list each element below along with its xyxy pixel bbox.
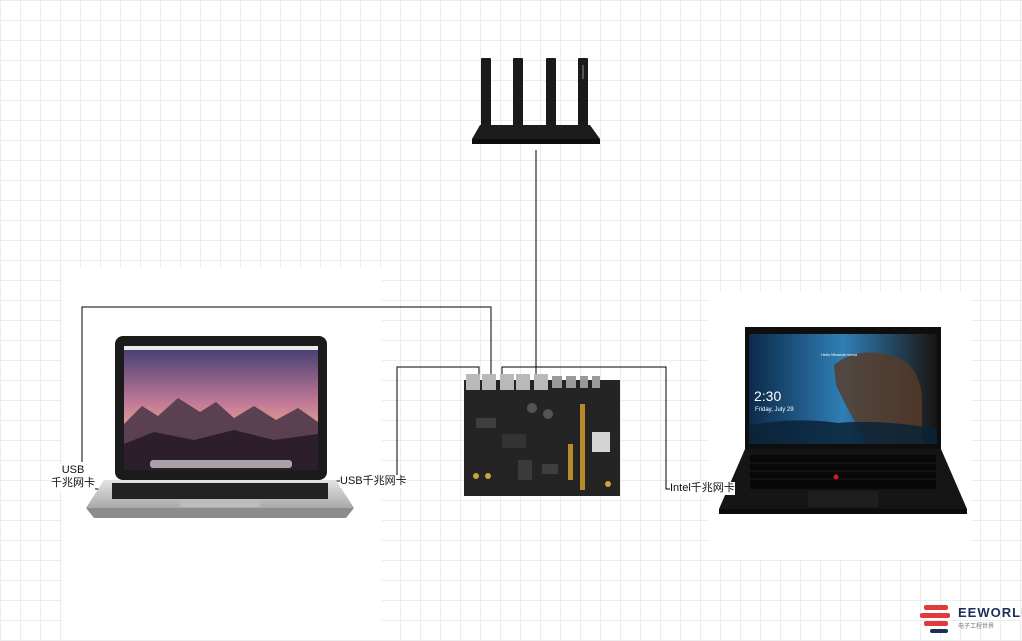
thinkpad-intel-label: Intel千兆网卡 [670,482,735,495]
laptop-screen-time: 2:30 [754,388,781,404]
eeworld-watermark-text: EEWORLD [958,605,1022,620]
eeworld-watermark-subtext: 电子工程世界 [958,624,995,630]
thinkpad-laptop-icon: Hello Miranda Versa 2:30 Friday, July 29 [719,327,967,514]
eeworld-logo-icon [920,605,950,633]
dev-board-icon [464,374,620,496]
laptop-screen-date: Friday, July 29 [755,407,794,413]
wire-thinkpad-intel [501,366,670,490]
macbook-laptop-icon [86,336,354,518]
laptop-screen-greeting: Hello Miranda Versa [821,352,858,357]
router-icon [472,58,600,144]
wire-macbook-usb-left [81,306,492,462]
macbook-usb-label-line2: 千兆网卡 [51,477,95,489]
macbook-usb-right-label: USB千兆网卡 [340,475,407,488]
eeworld-watermark: EEWORLD 电子工程世界 [918,603,1022,637]
macbook-usb-label: USB 千兆网卡 [51,464,95,490]
macbook-usb-label-line1: USB [61,464,85,476]
